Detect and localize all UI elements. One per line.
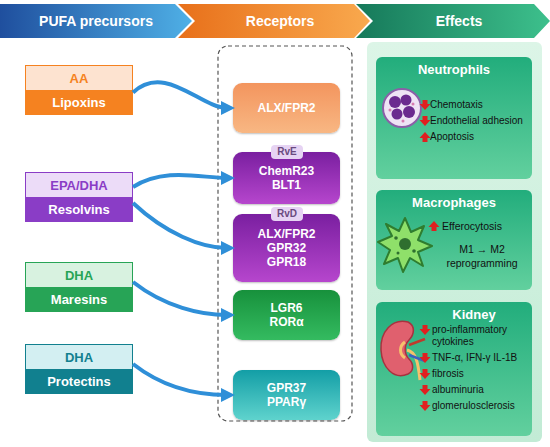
curved-arrow (133, 364, 227, 395)
header-chevron: PUFA precursors (0, 4, 192, 38)
header-chevron: Effects (356, 4, 550, 38)
receptor-box: ChemR23 BLT1 (233, 152, 340, 204)
node-title: RvE (277, 146, 296, 158)
curved-arrow (133, 282, 227, 315)
node-title: RvD (277, 208, 297, 220)
node-title: LGR6 RORα (264, 301, 310, 329)
effects-panel (367, 42, 542, 442)
precursor-box: DHAMaresins (25, 262, 133, 312)
node-text: Protectins (26, 369, 132, 393)
node-title: PUFA precursors (39, 13, 153, 29)
receptor-box: ALX/FPR2 GPR32 GPR18 (233, 214, 340, 282)
node-text: Endothelial adhesion (430, 115, 530, 127)
curved-arrow (133, 175, 227, 187)
node-text: Apoptosis (430, 131, 530, 143)
node-title: ChemR23 BLT1 (256, 164, 318, 192)
node-text: M1 → M2 reprogramming (434, 242, 530, 270)
node-text: albuminuria (432, 384, 530, 396)
chevron-fill (178, 4, 370, 38)
precursor-box: AALipoxins (25, 65, 133, 115)
node-text: Lipoxins (26, 90, 132, 114)
node-title: AA (26, 66, 132, 90)
node-text: glomerulosclerosis (432, 400, 530, 412)
node-text: Chemotaxis (430, 99, 530, 111)
node-title: EPA/DHA (26, 173, 132, 197)
node-text: pro-inflammatory cytokines (432, 324, 530, 348)
node-title: ALX/FPR2 (247, 101, 327, 115)
effect-box: Kidney pro-inflammatory cytokinesTNF-α, I… (376, 302, 532, 436)
node-title: GPR37 PPARγ (261, 381, 313, 409)
node-title: Kidney (416, 307, 532, 322)
header-chevron: Receptors (178, 4, 370, 38)
receptor-box: LGR6 RORα (233, 290, 340, 340)
mediator-tab: RvE (271, 145, 303, 159)
node-text: Resolvins (26, 197, 132, 221)
chevron-fill (0, 4, 192, 38)
node-title: ALX/FPR2 GPR32 GPR18 (255, 227, 319, 269)
node-text: fibrosis (432, 368, 530, 380)
node-text: Maresins (26, 287, 132, 311)
receptor-box: GPR37 PPARγ (233, 370, 340, 420)
node-text: TNF-α, IFN-γ IL-1B (432, 352, 530, 364)
receptor-group-frame (218, 46, 352, 421)
chevron-fill (356, 4, 550, 38)
node-title: Macrophages (376, 195, 532, 210)
node-title: Effects (436, 13, 483, 29)
mediator-tab: RvD (271, 207, 303, 221)
node-title: DHA (26, 263, 132, 287)
precursor-box: DHAProtectins (25, 344, 133, 394)
node-title: Neutrophils (376, 62, 532, 77)
precursor-box: EPA/DHAResolvins (25, 172, 133, 222)
curved-arrow (133, 82, 227, 108)
receptor-box: ALX/FPR2 (233, 83, 340, 133)
node-title: DHA (26, 345, 132, 369)
effect-box: MacrophagesEfferocytosis M1 → M2 reprogra… (376, 190, 532, 290)
curved-arrow (133, 203, 227, 248)
node-title: Receptors (246, 13, 314, 29)
effect-box: NeutrophilsChemotaxisEndothelial adhesio… (376, 57, 532, 179)
node-text: Efferocytosis (442, 220, 530, 232)
